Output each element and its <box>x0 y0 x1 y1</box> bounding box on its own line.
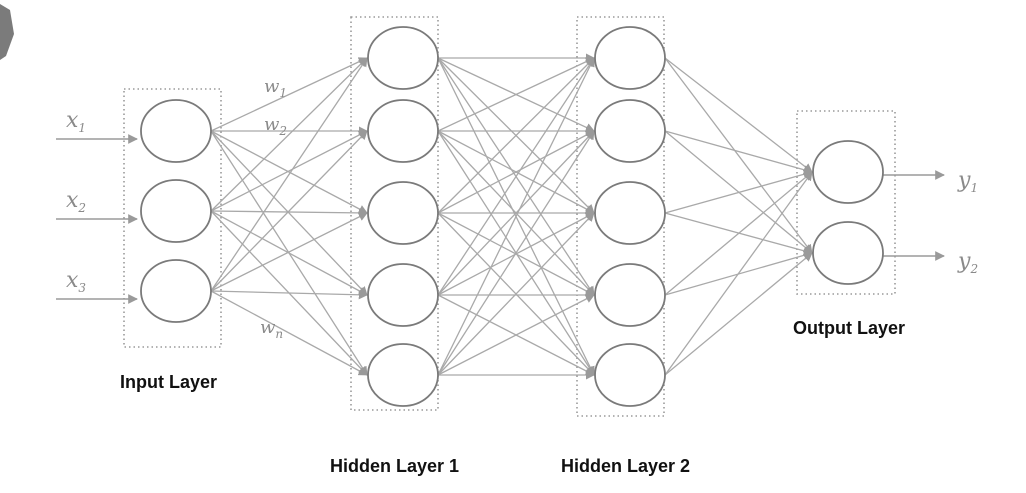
connection-edge <box>437 294 595 376</box>
input-label-x3: x3 <box>66 268 86 295</box>
neuron-hidden1-2 <box>367 99 439 163</box>
connection-edge <box>210 130 368 296</box>
neuron-input-3 <box>140 259 212 323</box>
connection-edge <box>437 57 595 376</box>
hidden-layer-1-label: Hidden Layer 1 <box>330 456 460 476</box>
neuron-hidden1-5 <box>367 343 439 407</box>
neuron-hidden2-1 <box>594 26 666 90</box>
output-label-y2: y2 <box>957 249 978 276</box>
connection-edge <box>210 57 368 132</box>
connection-edge <box>664 169 813 214</box>
connection-edge <box>210 130 368 214</box>
connection-edge <box>210 57 368 292</box>
weight-label-w1: w1 <box>264 76 287 100</box>
connection-edge <box>437 57 595 296</box>
neuron-hidden2-2 <box>594 99 666 163</box>
neuron-hidden1-4 <box>367 263 439 327</box>
connection-edge <box>664 57 813 173</box>
connection-edge <box>664 171 813 376</box>
input-label-x1: x1 <box>66 108 86 135</box>
connection-edge <box>210 57 368 212</box>
hidden-layer-2-label: Hidden Layer 2 <box>561 456 691 476</box>
connection-edge <box>437 57 595 214</box>
layer-box-output <box>796 110 896 295</box>
neuron-hidden1-1 <box>367 26 439 90</box>
neuron-output-1 <box>812 140 884 204</box>
connection-edge <box>437 57 595 132</box>
connection-edge <box>210 290 368 300</box>
neuron-hidden2-5 <box>594 343 666 407</box>
neuron-hidden2-3 <box>594 181 666 245</box>
connection-edge <box>210 130 368 212</box>
connection-edge <box>664 57 813 254</box>
connection-edge <box>210 210 368 296</box>
connection-edge <box>210 212 368 292</box>
neuron-hidden2-4 <box>594 263 666 327</box>
connection-edge <box>437 130 595 376</box>
connection-edge <box>664 171 813 296</box>
weight-label-w2: w2 <box>264 114 287 138</box>
connection-edge <box>437 212 595 376</box>
output-label-y1: y1 <box>957 168 978 195</box>
connection-edge <box>210 290 368 376</box>
connection-edge <box>664 252 813 376</box>
input-label-x2: x2 <box>66 188 86 215</box>
output-layer-label: Output Layer <box>793 318 906 338</box>
neuron-output-2 <box>812 221 884 285</box>
connection-edge <box>437 130 595 214</box>
connection-edge <box>664 130 813 175</box>
neuron-hidden1-3 <box>367 181 439 245</box>
connection-edge <box>210 130 368 292</box>
neuron-input-2 <box>140 179 212 243</box>
input-layer-label: Input Layer <box>120 372 218 392</box>
corner-decoration-icon <box>0 4 14 60</box>
neuron-input-1 <box>140 99 212 163</box>
layer-box-input <box>123 88 222 348</box>
weight-label-wn: wn <box>260 317 283 341</box>
connection-edge <box>210 208 368 218</box>
connection-edge <box>437 130 595 296</box>
